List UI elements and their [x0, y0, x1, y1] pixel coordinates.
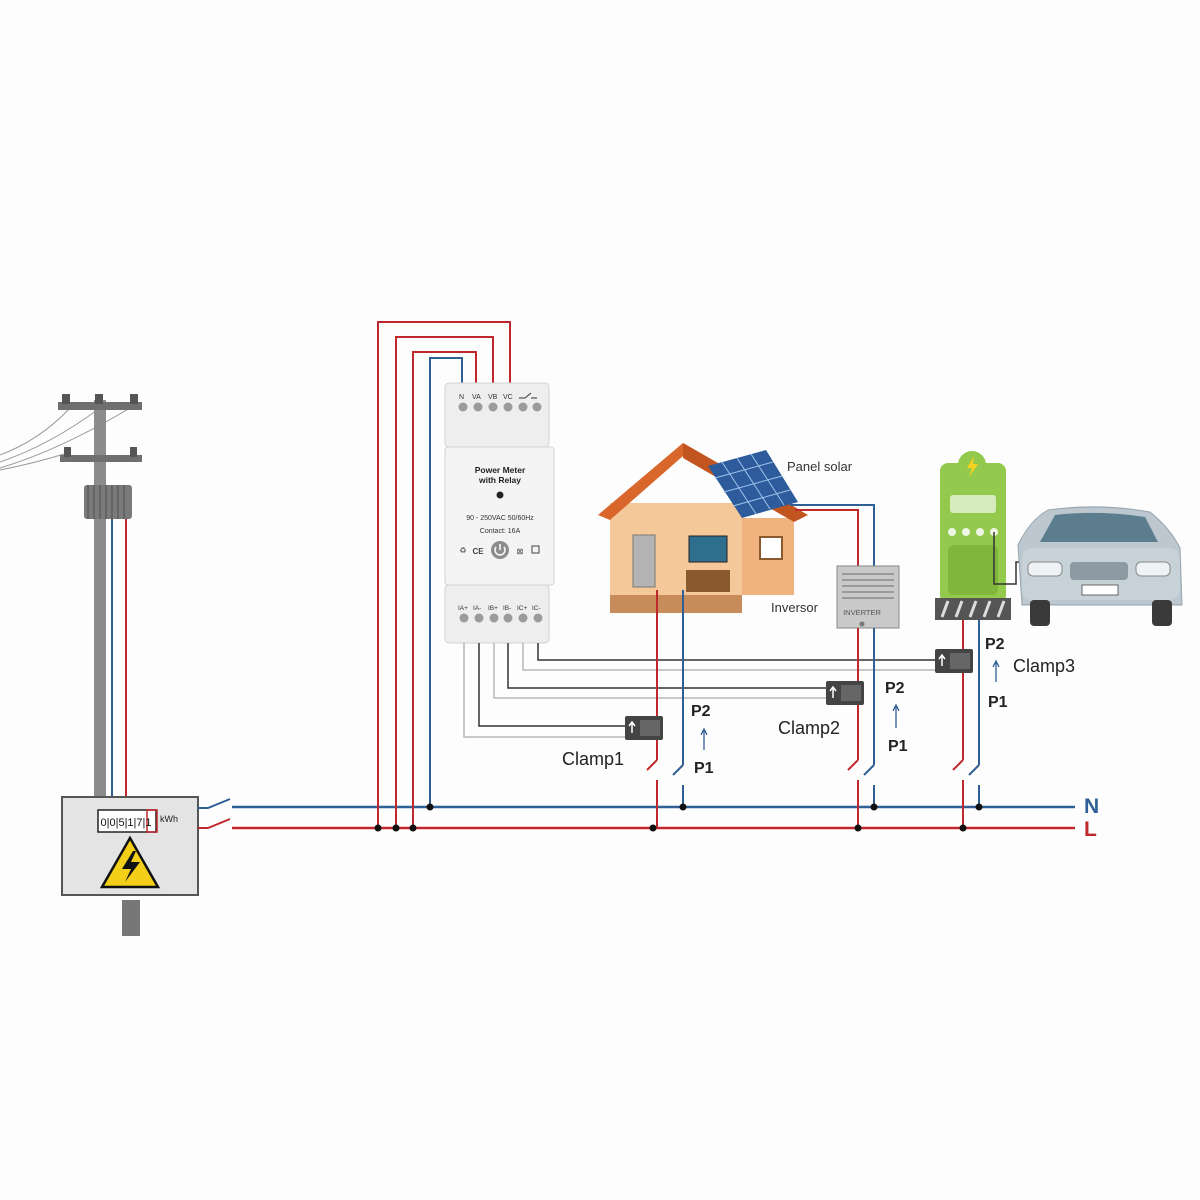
clamp2-p1: P1: [888, 738, 908, 755]
solar-panel-label: Panel solar: [787, 459, 853, 474]
clamp1-label: Clamp1: [562, 749, 624, 769]
meter-digits: 0|0|5|1|7|1: [101, 817, 152, 829]
voltage-leads: [377, 321, 511, 828]
clamp1-p2: P2: [691, 703, 711, 720]
lightning-icon: [967, 456, 978, 477]
meter-unit: kWh: [160, 814, 178, 824]
clamp2-p2: P2: [885, 680, 905, 697]
clamp3-p1: P1: [988, 694, 1008, 711]
junction-dots: [374, 803, 983, 832]
electric-car: [1017, 506, 1183, 626]
house-illustration: [598, 443, 808, 613]
clamp2: [826, 681, 864, 705]
inverter-plate: INVERTER: [843, 608, 881, 617]
arrow-up-icon: [992, 659, 1000, 682]
breakers: [646, 759, 980, 828]
clamp3-label: Clamp3: [1013, 656, 1075, 676]
power-meter-device: N VA VB VC Power Meter with Relay 90 - 2…: [444, 382, 555, 644]
meter-contact: Contact: 16A: [480, 528, 521, 535]
terminal-n: N: [459, 394, 464, 401]
ce-mark-icon: CE: [472, 547, 484, 556]
terminal-ia-minus: IA-: [473, 605, 481, 612]
clamp1: [625, 716, 663, 740]
status-led-icon: [496, 491, 504, 499]
clamp2-label: Clamp2: [778, 718, 840, 738]
meter-title-1: Power Meter: [475, 465, 526, 475]
neutral-bus-label: N: [1084, 795, 1099, 818]
ev-charger: [935, 451, 1028, 620]
weee-icon: ⊠: [517, 547, 524, 556]
utility-pole: [58, 394, 142, 936]
ct-signal-wires: [463, 643, 945, 738]
line-bus-label: L: [1084, 818, 1097, 841]
window-icon: [759, 536, 783, 560]
arrow-up-icon: [892, 703, 900, 728]
terminal-vc: VC: [503, 394, 513, 401]
inverter-label: Inversor: [771, 600, 819, 615]
clamp3-p2: P2: [985, 636, 1005, 653]
terminal-vb: VB: [488, 394, 498, 401]
meter-title-2: with Relay: [478, 475, 521, 485]
clamp3: [935, 649, 973, 673]
utility-meter-box: 0|0|5|1|7|1 kWh: [61, 796, 199, 896]
inverter-unit: INVERTER: [836, 565, 900, 629]
fridge-icon: [632, 534, 656, 588]
arrow-up-icon: [700, 727, 708, 750]
recycle-icon: ♻: [459, 546, 466, 555]
terminal-ic-plus: IC+: [517, 605, 528, 612]
terminal-ia-plus: IA+: [458, 605, 468, 612]
terminal-ib-plus: IB+: [488, 605, 498, 612]
clamp1-p1: P1: [694, 760, 714, 777]
tv-icon: [688, 535, 728, 563]
double-insulation-icon: [531, 545, 540, 554]
terminal-va: VA: [472, 394, 481, 401]
transformer-icon: [84, 485, 132, 519]
terminal-ic-minus: IC-: [532, 605, 541, 612]
terminal-ib-minus: IB-: [503, 605, 511, 612]
cabinet-icon: [686, 570, 730, 592]
main-switch: [198, 798, 231, 829]
meter-voltage: 90 - 250VAC 50/60Hz: [466, 515, 534, 522]
relay-symbol-icon: [519, 392, 537, 399]
